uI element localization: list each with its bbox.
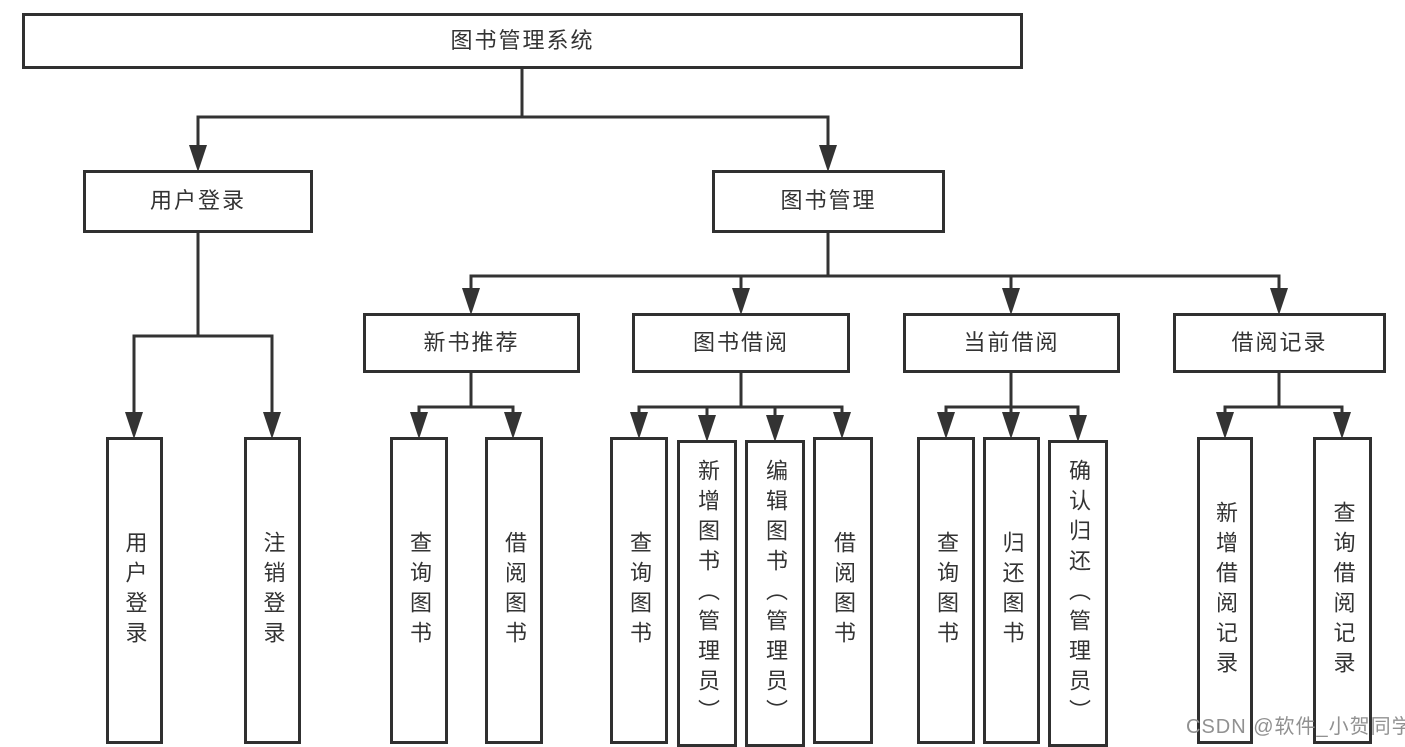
arrowhead-down-icon (504, 412, 522, 439)
node-borrowing-records: 借阅记录 (1173, 313, 1386, 373)
arrowhead-down-icon (263, 412, 281, 439)
node-leaf-user-login: 用户登录 (106, 437, 163, 744)
node-user-login-label: 用户登录 (149, 188, 246, 214)
node-book-management: 图书管理 (712, 170, 945, 233)
node-leaf-query-books-3-label: 查询图书 (934, 530, 959, 651)
node-leaf-borrow-books-2-label: 借阅图书 (831, 530, 856, 651)
node-new-book-recommend: 新书推荐 (363, 313, 580, 373)
arrowhead-down-icon (819, 145, 837, 172)
arrowhead-down-icon (732, 288, 750, 315)
node-leaf-borrow-books-1: 借阅图书 (485, 437, 543, 744)
node-library-system: 图书管理系统 (22, 13, 1023, 69)
node-leaf-query-borrow-record: 查询借阅记录 (1313, 437, 1372, 744)
arrowhead-down-icon (1333, 412, 1351, 439)
connector-elbow-lines (132, 67, 1344, 423)
arrowhead-down-icon (698, 415, 716, 442)
node-leaf-borrow-books-1-label: 借阅图书 (502, 530, 527, 651)
node-leaf-logout-label: 注销登录 (260, 530, 286, 651)
node-leaf-return-books: 归还图书 (983, 437, 1040, 744)
node-leaf-user-login-label: 用户登录 (122, 530, 148, 651)
arrowhead-down-icon (1270, 288, 1288, 315)
node-leaf-query-books-2: 查询图书 (610, 437, 668, 744)
node-leaf-add-borrow-record: 新增借阅记录 (1197, 437, 1253, 744)
node-current-borrowing-label: 当前借阅 (963, 329, 1060, 355)
arrowhead-down-icon (937, 412, 955, 439)
node-library-system-label: 图书管理系统 (450, 27, 595, 53)
node-book-management-label: 图书管理 (780, 188, 877, 214)
node-leaf-add-borrow-record-label: 新增借阅记录 (1213, 500, 1238, 681)
arrowhead-down-icon (410, 412, 428, 439)
node-leaf-return-books-label: 归还图书 (999, 530, 1025, 651)
arrowhead-down-icon (766, 415, 784, 442)
node-book-borrowing: 图书借阅 (632, 313, 850, 373)
node-leaf-query-books-1: 查询图书 (390, 437, 448, 744)
node-leaf-add-books-admin: 新增图书（管理员） (677, 440, 737, 747)
arrowhead-down-icon (1002, 412, 1020, 439)
node-borrowing-records-label: 借阅记录 (1231, 329, 1328, 355)
node-new-book-recommend-label: 新书推荐 (423, 329, 520, 355)
node-leaf-add-books-admin-label: 新增图书（管理员） (695, 458, 720, 729)
arrowhead-down-icon (1216, 412, 1234, 439)
node-leaf-confirm-return-admin: 确认归还（管理员） (1048, 440, 1108, 747)
node-leaf-confirm-return-admin-label: 确认归还（管理员） (1066, 458, 1091, 729)
arrowhead-down-icon (189, 145, 207, 172)
node-current-borrowing: 当前借阅 (903, 313, 1120, 373)
node-leaf-logout: 注销登录 (244, 437, 301, 744)
node-leaf-query-books-3: 查询图书 (917, 437, 975, 744)
node-leaf-edit-books-admin-label: 编辑图书（管理员） (763, 458, 788, 729)
arrowhead-down-icon (1002, 288, 1020, 315)
arrowhead-down-icon (630, 412, 648, 439)
node-book-borrowing-label: 图书借阅 (692, 329, 789, 355)
node-leaf-edit-books-admin: 编辑图书（管理员） (745, 440, 805, 747)
arrowhead-down-icon (1069, 415, 1087, 442)
node-leaf-query-books-2-label: 查询图书 (627, 530, 652, 651)
node-user-login: 用户登录 (83, 170, 313, 233)
node-leaf-query-borrow-record-label: 查询借阅记录 (1330, 500, 1356, 681)
node-leaf-borrow-books-2: 借阅图书 (813, 437, 873, 744)
arrowhead-down-icon (125, 412, 143, 439)
node-leaf-query-books-1-label: 查询图书 (407, 530, 432, 651)
arrowhead-down-icon (462, 288, 480, 315)
arrowhead-down-icon (833, 412, 851, 439)
